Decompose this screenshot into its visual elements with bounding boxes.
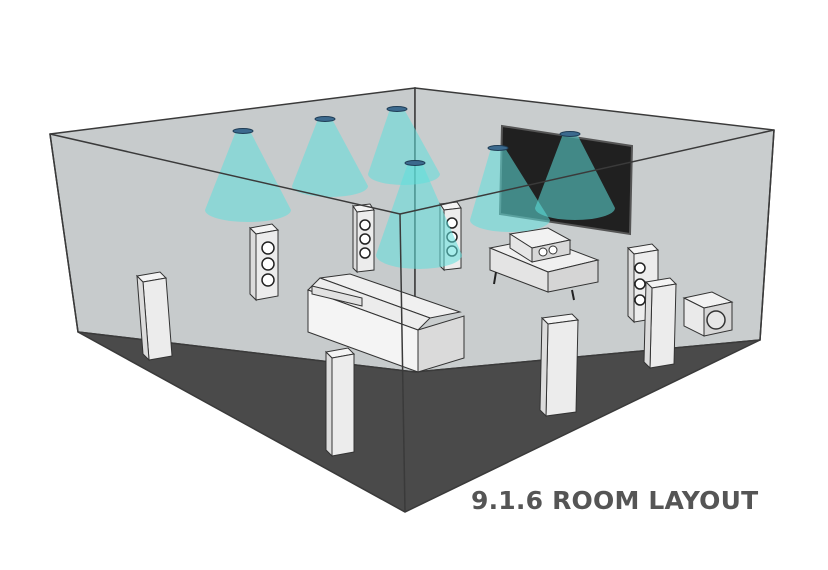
room-edges (49, 129, 775, 513)
cone-6 (535, 134, 615, 220)
rear-right-speaker (539, 313, 580, 418)
sofa (307, 273, 465, 373)
ceiling-speaker-cones (205, 109, 615, 269)
ceiling-speaker-icon (232, 128, 254, 134)
front-left-speaker (352, 203, 375, 274)
side-right-speaker (643, 277, 678, 370)
cone-2 (292, 119, 368, 197)
ceiling-speaker-icon (487, 145, 509, 151)
ceiling-speaker-icon (559, 131, 581, 137)
wide-left-speaker (248, 223, 280, 302)
side-left-speaker (135, 271, 173, 362)
diagram-title: 9.1.6 ROOM LAYOUT (471, 486, 759, 515)
ceiling-speaker-icon (404, 160, 426, 166)
rear-left-speaker (324, 347, 356, 458)
subwoofer (682, 291, 734, 337)
center-speaker (508, 227, 572, 263)
ceiling-speaker-icon (386, 106, 408, 112)
cone-1 (205, 131, 291, 222)
cone-4 (376, 163, 462, 269)
ceiling-speakers (232, 106, 581, 166)
ceiling-speaker-icon (314, 116, 336, 122)
